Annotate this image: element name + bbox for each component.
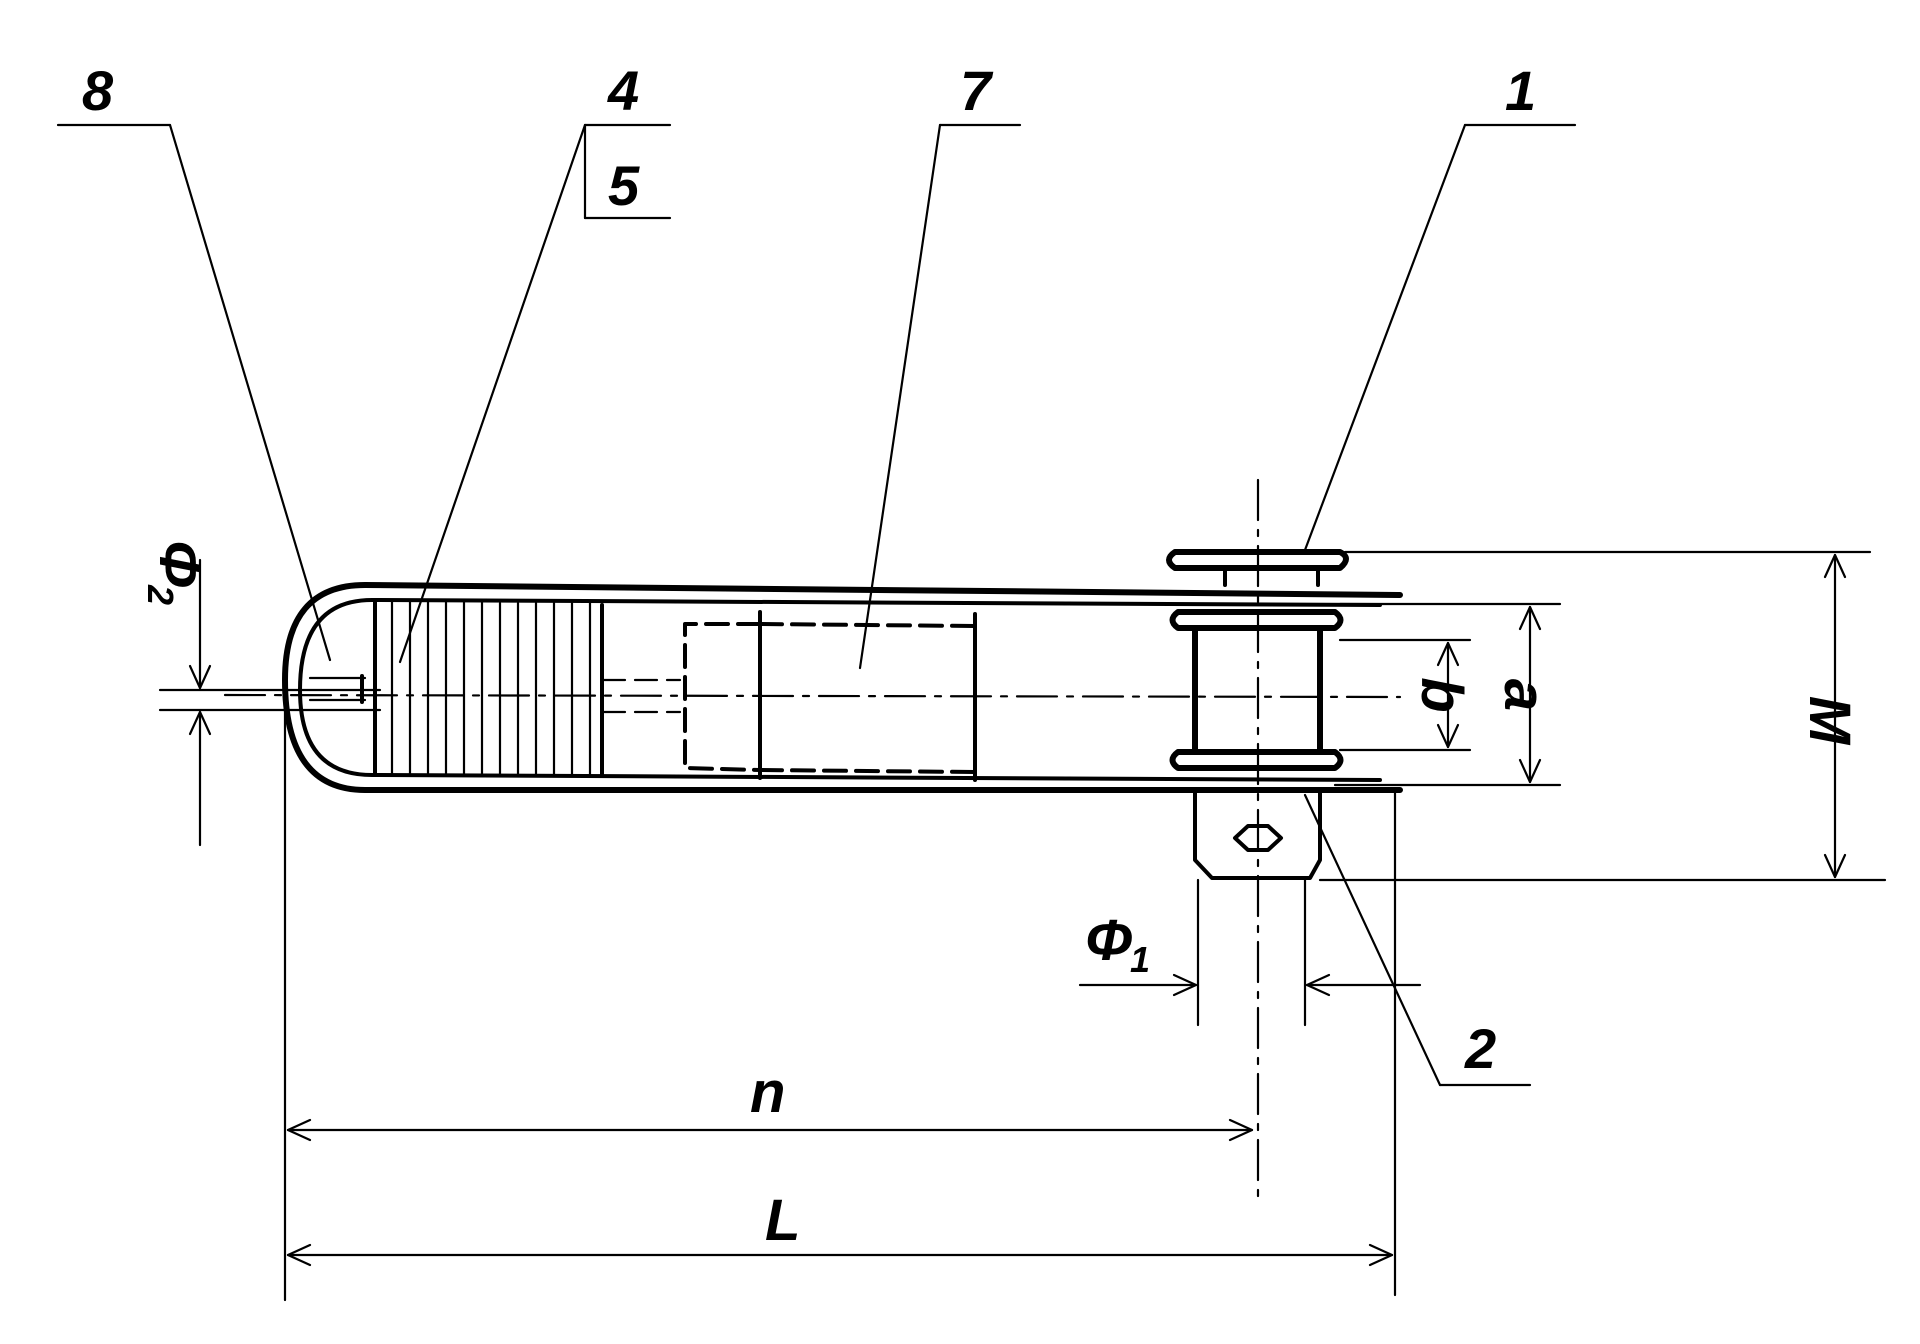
dimension-label-n: n <box>750 1060 785 1125</box>
phi2-subscript: 2 <box>140 584 181 605</box>
dimension-lines <box>158 550 1887 1302</box>
dimension-label-b: b <box>1409 677 1474 712</box>
callout-label-8: 8 <box>82 59 114 122</box>
dimension-label-phi2: Φ 2 <box>140 540 212 605</box>
dimension-label-L: L <box>765 1188 800 1253</box>
callout-label-4: 4 <box>607 59 639 122</box>
callout-label-7: 7 <box>960 59 994 122</box>
pin-assembly <box>1166 478 1349 1202</box>
phi1-symbol: Φ <box>1085 908 1133 973</box>
hatched-insert <box>373 598 604 777</box>
clamp-body <box>282 582 1403 793</box>
dimension-label-phi1: Φ 1 <box>1085 908 1150 980</box>
callout-leaders <box>56 123 1577 1087</box>
callout-label-5: 5 <box>608 154 640 217</box>
phi2-symbol: Φ <box>147 540 212 588</box>
dimension-label-a: a <box>1492 679 1557 711</box>
centerline <box>223 693 1402 699</box>
dimension-label-M: M <box>1797 696 1862 746</box>
callout-label-2: 2 <box>1464 1017 1496 1080</box>
phi1-subscript: 1 <box>1130 939 1150 980</box>
callout-label-1: 1 <box>1505 59 1536 122</box>
